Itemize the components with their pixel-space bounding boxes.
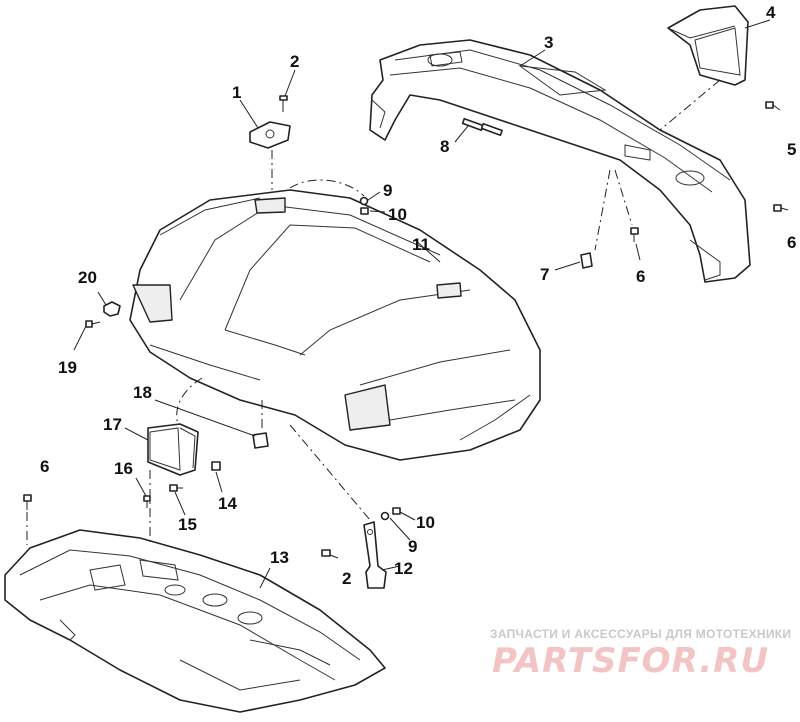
clip-part-18[interactable] — [252, 432, 269, 449]
callout-labels: 1 2 3 4 5 6 6 6 7 8 9 10 11 20 19 18 17 … — [40, 3, 796, 588]
callout-6-far-right: 6 — [787, 233, 796, 252]
callout-17: 17 — [103, 415, 122, 434]
callout-10-top: 10 — [388, 205, 407, 224]
callout-10-bottom: 10 — [416, 513, 435, 532]
callout-2-bottom: 2 — [342, 569, 351, 588]
watermark-caption: ЗАПЧАСТИ И АКСЕССУАРЫ ДЛЯ МОТОТЕХНИКИ — [490, 627, 791, 641]
nut-part-9-bottom[interactable] — [380, 511, 390, 521]
latch-part-1[interactable] — [249, 121, 291, 149]
nut-part-9-top[interactable] — [359, 196, 369, 206]
callout-14: 14 — [218, 494, 237, 513]
callout-5: 5 — [787, 140, 796, 159]
callout-3: 3 — [544, 33, 553, 52]
callout-9-top: 9 — [383, 181, 392, 200]
clip-part-7[interactable] — [580, 252, 593, 269]
washer-part-10-top[interactable] — [360, 207, 369, 215]
screw-part-6-right[interactable] — [630, 227, 639, 242]
screw-part-6-far-right[interactable] — [773, 204, 789, 212]
callout-6-left: 6 — [40, 457, 49, 476]
box-base-part-13[interactable] — [4, 529, 386, 713]
reflector-part-4[interactable] — [667, 5, 749, 86]
callout-9-bottom: 9 — [408, 537, 417, 556]
screw-part-5[interactable] — [765, 101, 781, 111]
callout-2-top: 2 — [290, 52, 299, 71]
callout-1: 1 — [232, 83, 241, 102]
screw-part-19[interactable] — [85, 320, 101, 328]
callout-12: 12 — [394, 559, 413, 578]
screw-part-2-top[interactable] — [279, 95, 288, 112]
callout-8: 8 — [440, 137, 449, 156]
washer-part-10-bottom[interactable] — [392, 507, 401, 515]
leader-lines — [73, 19, 771, 589]
strap-part-12[interactable] — [363, 521, 387, 589]
callout-19: 19 — [58, 358, 77, 377]
callout-6-right: 6 — [636, 267, 645, 286]
watermark-brand: PARTSFOR.RU — [492, 641, 769, 681]
rear-rack-part-3[interactable] — [369, 39, 751, 283]
callout-16: 16 — [114, 459, 133, 478]
watermark: ЗАПЧАСТИ И АКСЕССУАРЫ ДЛЯ МОТОТЕХНИКИ PA… — [490, 627, 791, 681]
callout-7: 7 — [540, 265, 549, 284]
callout-13: 13 — [270, 548, 289, 567]
screw-part-6-left[interactable] — [23, 494, 32, 510]
alignment-lines — [26, 79, 721, 545]
callout-4: 4 — [766, 3, 776, 22]
callout-11: 11 — [412, 235, 430, 254]
pads-part-8[interactable] — [461, 117, 503, 137]
nut-part-20[interactable] — [103, 301, 121, 317]
tail-lamp-part-17[interactable] — [147, 423, 199, 476]
storage-box-part-11[interactable] — [129, 189, 541, 461]
screw-part-2-bottom[interactable] — [321, 549, 339, 559]
screw-part-16[interactable] — [143, 495, 151, 508]
callout-20: 20 — [78, 268, 97, 287]
callout-18: 18 — [133, 383, 152, 402]
screw-part-15[interactable] — [169, 484, 183, 492]
nut-part-14[interactable] — [211, 461, 221, 471]
callout-15: 15 — [178, 515, 197, 534]
